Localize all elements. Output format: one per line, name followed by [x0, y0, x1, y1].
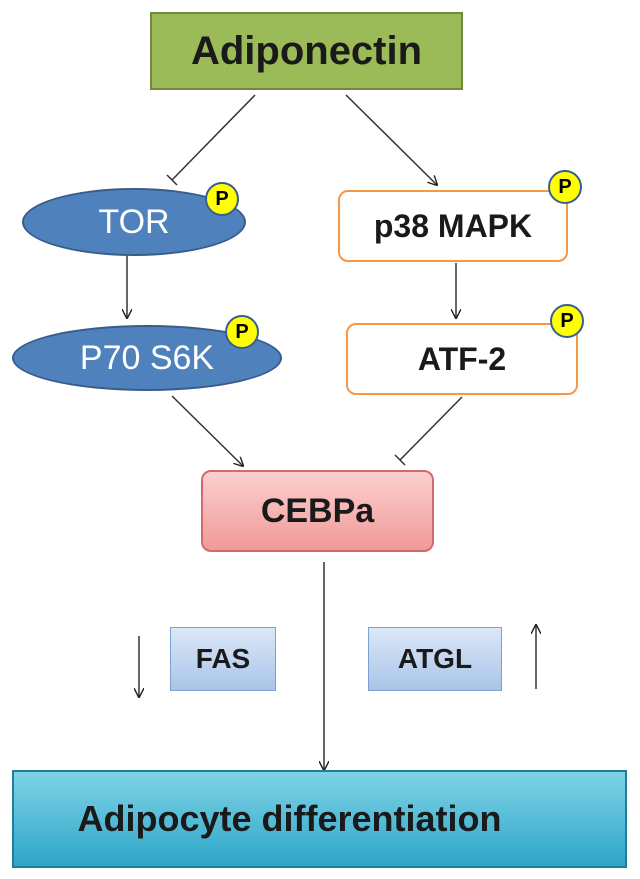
phospho-badge-atf2: P: [550, 304, 584, 338]
edge-adiponectin-tor-bar: [166, 174, 178, 186]
phospho-badge-label: P: [235, 320, 249, 343]
node-fas: FAS: [170, 627, 276, 691]
node-adiponectin: Adiponectin: [150, 12, 463, 90]
node-fas-label: FAS: [195, 643, 251, 674]
phospho-badge-label: P: [560, 309, 574, 332]
edge-adiponectin-tor: [171, 94, 256, 181]
node-adipocyte-differentiation-label: Adipocyte differentiation: [77, 798, 502, 839]
node-atgl-label: ATGL: [397, 643, 473, 674]
node-cebpa: CEBPa: [201, 470, 434, 552]
node-p38-mapk: p38 MAPK: [338, 190, 568, 262]
node-atgl: ATGL: [368, 627, 502, 691]
node-tor-label: TOR: [98, 202, 170, 241]
node-adiponectin-label: Adiponectin: [190, 28, 423, 73]
phospho-badge-tor: P: [205, 182, 239, 216]
node-p70-s6k-label: P70 S6K: [79, 338, 215, 377]
node-p38-mapk-label: p38 MAPK: [373, 207, 533, 244]
phospho-badge-p70-s6k: P: [225, 315, 259, 349]
edge-atf2-cebpa-bar: [394, 454, 406, 466]
edge-adiponectin-p38: [345, 94, 437, 185]
phospho-badge-p38-mapk: P: [548, 170, 582, 204]
phospho-badge-label: P: [558, 175, 572, 198]
node-adipocyte-differentiation: Adipocyte differentiation: [12, 770, 627, 868]
edge-p70-cebpa: [171, 395, 243, 466]
phospho-badge-label: P: [215, 187, 229, 210]
edge-atf2-cebpa: [399, 396, 463, 461]
node-atf2: ATF-2: [346, 323, 578, 395]
node-cebpa-label: CEBPa: [260, 491, 375, 530]
node-atf2-label: ATF-2: [417, 340, 507, 377]
